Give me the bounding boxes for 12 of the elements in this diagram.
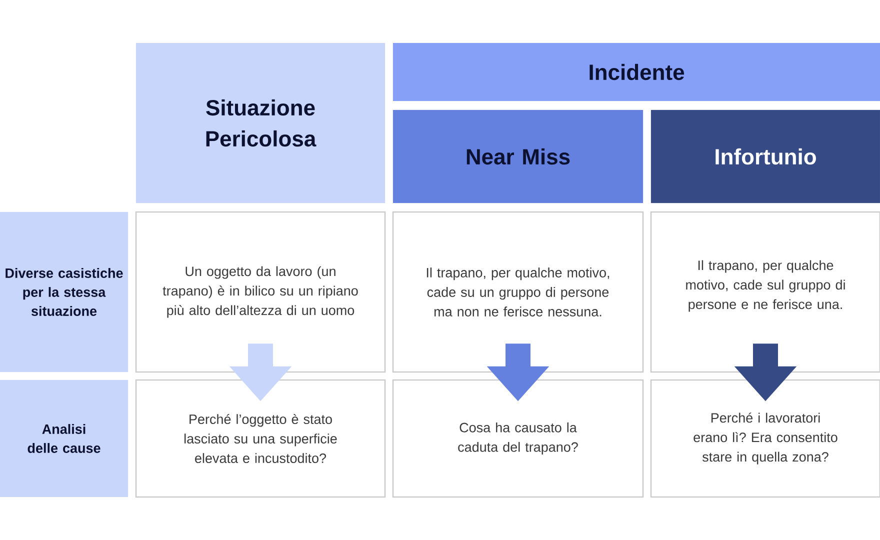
text-cell: Perché i lavoratori erano lì? Era consentito stare in quella zona? [650,379,880,498]
text-cell: Perché l’oggetto è stato lasciato su una superficie elevata e incustodito? [135,379,386,498]
column-header: Incidente [392,42,880,102]
text-cell: Il trapano, per qualche motivo, cade sul gruppo di persone e ne ferisce una. [650,211,880,373]
column-header: Situazione Pericolosa [136,42,386,204]
text-cell: Il trapano, per qualche motivo, cade su un gruppo di persone ma non ne ferisce nessuna. [392,211,644,373]
row-header: Analisi delle cause [0,380,128,498]
row-header: Diverse casistiche per la stessa situazione [0,212,128,372]
column-header: Infortunio [650,110,880,204]
text-cell: Un oggetto da lavoro (un trapano) è in bilico su un ripiano più alto dell’altezza di un uomo [135,211,386,373]
text-cell: Cosa ha causato la caduta del trapano? [392,379,644,498]
column-header: Near Miss [392,110,644,204]
